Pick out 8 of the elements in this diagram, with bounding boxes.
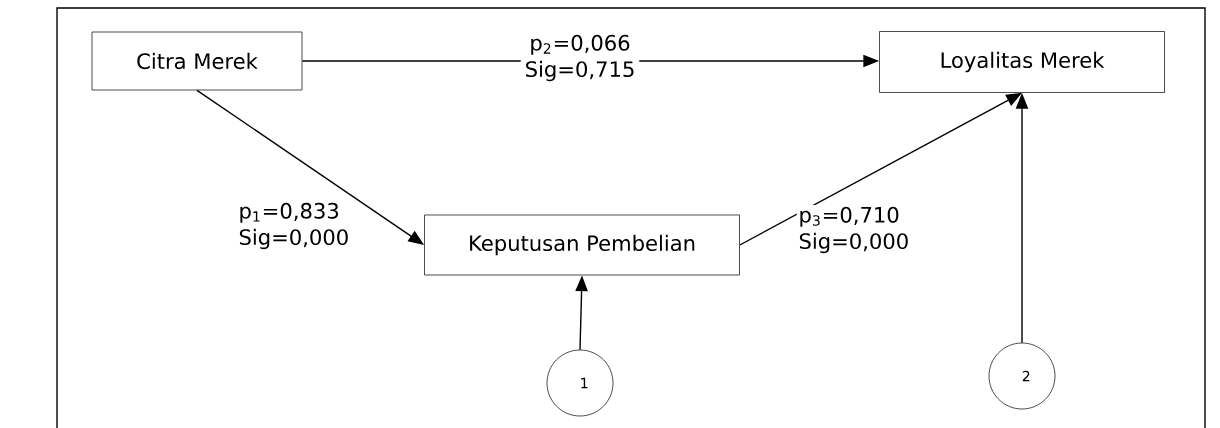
edge-label: p$_{3}$=0,710 Sig=0,000	[796, 205, 916, 255]
circle-node: 1	[546, 349, 614, 417]
circle-node: 2	[988, 342, 1056, 410]
edge-label: p$_{2}$=0,066 Sig=0,715	[520, 33, 640, 83]
process-box: Keputusan Pembelian	[424, 214, 740, 276]
edge-label: p$_{1}$=0,833 Sig=0,000	[236, 201, 356, 251]
process-box: Citra Merek	[91, 31, 303, 91]
process-box: Loyalitas Merek	[879, 31, 1165, 93]
